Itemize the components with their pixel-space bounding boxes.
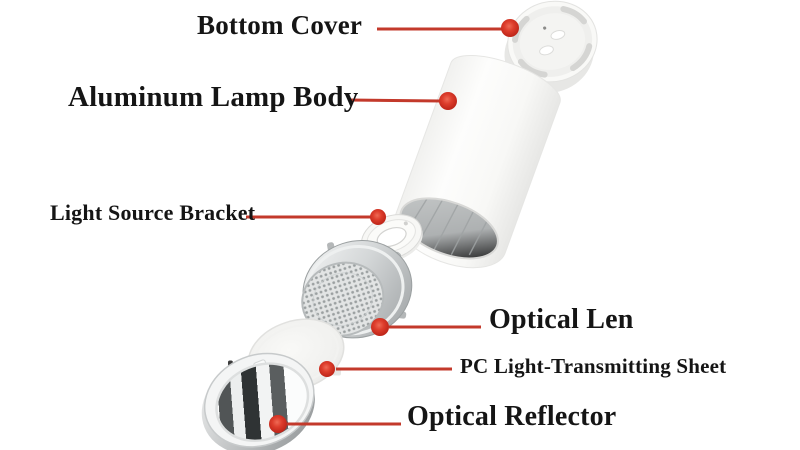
label-aluminum-lamp-body: Aluminum Lamp Body — [68, 81, 359, 113]
callout-dot-lamp-body — [439, 92, 457, 110]
callout-dot-bracket — [370, 209, 386, 225]
label-optical-len: Optical Len — [489, 304, 634, 335]
aluminum-lamp-body-illustration — [394, 54, 561, 269]
label-bottom-cover: Bottom Cover — [197, 10, 363, 40]
callout-dot-optical-len — [371, 318, 389, 336]
optical-len-illustration — [301, 239, 413, 339]
callout-lines — [246, 27, 503, 426]
callout-dots — [269, 19, 519, 433]
label-optical-reflector: Optical Reflector — [407, 401, 617, 432]
label-pc-light-transmitting-sheet: PC Light-Transmitting Sheet — [460, 354, 727, 378]
label-light-source-bracket: Light Source Bracket — [50, 200, 256, 225]
callout-dot-pc-sheet — [319, 361, 335, 377]
callout-dot-bottom-cover — [501, 19, 519, 37]
callout-dot-reflector — [269, 415, 287, 433]
callout-line-lamp-body — [348, 98, 442, 103]
